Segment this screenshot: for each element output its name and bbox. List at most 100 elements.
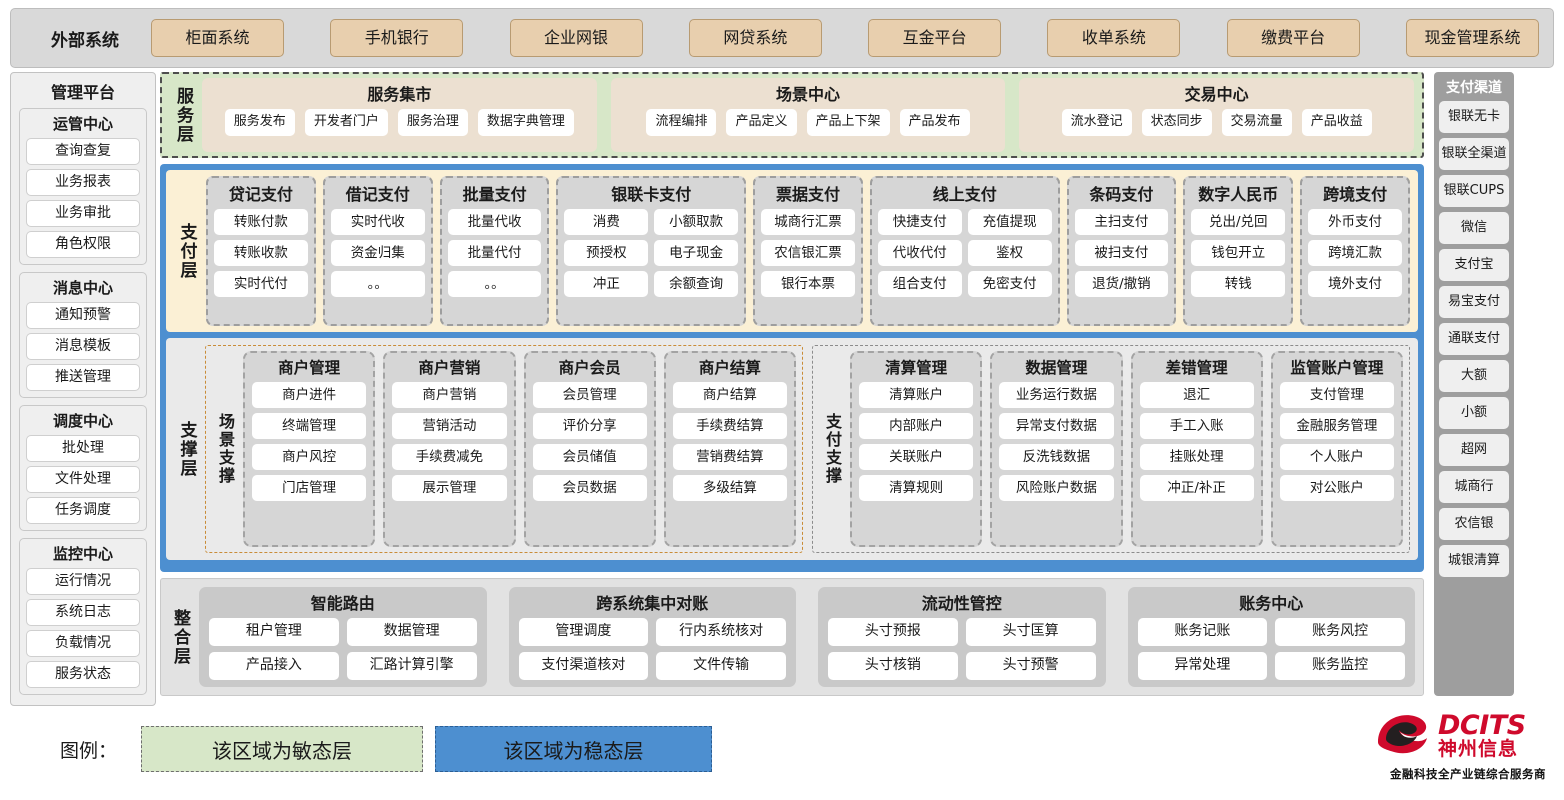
management-item-1-0[interactable]: 通知预警 [26, 302, 140, 329]
external-system-7[interactable]: 现金管理系统 [1405, 19, 1539, 57]
payment-channel-3[interactable]: 微信 [1439, 212, 1509, 244]
integration-item-1-1-0[interactable]: 支付渠道核对 [518, 652, 649, 680]
management-item-0-0[interactable]: 查询查复 [26, 138, 140, 165]
external-system-2[interactable]: 企业网银 [509, 19, 643, 57]
integration-item-1-1-1[interactable]: 文件传输 [656, 652, 786, 680]
external-system-6[interactable]: 缴费平台 [1226, 19, 1360, 57]
support-item-0-0-1[interactable]: 终端管理 [252, 413, 367, 439]
payment-item-2-0-0[interactable]: 批量代收 [447, 209, 542, 235]
payment-item-5-2-1[interactable]: 免密支付 [967, 271, 1052, 297]
support-item-1-0-2[interactable]: 关联账户 [859, 444, 974, 470]
integration-item-1-0-0[interactable]: 管理调度 [518, 618, 649, 646]
support-item-0-0-0[interactable]: 商户进件 [252, 382, 367, 408]
external-system-4[interactable]: 互金平台 [868, 19, 1002, 57]
service-item-0-1[interactable]: 开发者门户 [304, 109, 388, 136]
payment-item-4-0-0[interactable]: 城商行汇票 [761, 209, 855, 235]
payment-item-8-1-0[interactable]: 跨境汇款 [1308, 240, 1402, 266]
management-item-2-0[interactable]: 批处理 [26, 435, 140, 462]
support-item-0-0-2[interactable]: 商户风控 [252, 444, 367, 470]
integration-item-3-1-1[interactable]: 账务监控 [1275, 652, 1405, 680]
external-system-1[interactable]: 手机银行 [330, 19, 464, 57]
integration-item-0-0-0[interactable]: 租户管理 [209, 618, 339, 646]
service-item-2-1[interactable]: 状态同步 [1141, 109, 1212, 136]
support-item-1-0-1[interactable]: 内部账户 [859, 413, 974, 439]
integration-item-0-1-0[interactable]: 产品接入 [209, 652, 339, 680]
support-item-1-1-0[interactable]: 业务运行数据 [999, 382, 1114, 408]
payment-item-1-0-0[interactable]: 实时代收 [330, 209, 425, 235]
payment-item-5-0-0[interactable]: 快捷支付 [877, 209, 962, 235]
support-item-0-3-0[interactable]: 商户结算 [672, 382, 787, 408]
support-item-1-0-0[interactable]: 清算账户 [859, 382, 974, 408]
support-item-1-1-2[interactable]: 反洗钱数据 [999, 444, 1114, 470]
service-item-1-2[interactable]: 产品上下架 [806, 109, 890, 136]
payment-item-3-1-1[interactable]: 电子现金 [654, 240, 739, 266]
payment-item-3-0-1[interactable]: 小额取款 [654, 209, 739, 235]
payment-item-6-0-0[interactable]: 主扫支付 [1074, 209, 1169, 235]
support-item-0-1-2[interactable]: 手续费减免 [392, 444, 507, 470]
payment-item-4-1-0[interactable]: 农信银汇票 [761, 240, 855, 266]
integration-item-2-1-1[interactable]: 头寸预警 [965, 652, 1096, 680]
service-item-2-2[interactable]: 交易流量 [1221, 109, 1292, 136]
management-item-3-3[interactable]: 服务状态 [26, 661, 140, 688]
support-item-1-3-3[interactable]: 对公账户 [1279, 475, 1394, 501]
payment-channel-12[interactable]: 城银清算 [1439, 545, 1509, 577]
support-item-1-2-0[interactable]: 退汇 [1139, 382, 1254, 408]
payment-channel-11[interactable]: 农信银 [1439, 508, 1509, 540]
integration-item-3-0-0[interactable]: 账务记账 [1137, 618, 1268, 646]
payment-channel-0[interactable]: 银联无卡 [1439, 101, 1509, 133]
management-item-1-1[interactable]: 消息模板 [26, 333, 140, 360]
payment-item-3-1-0[interactable]: 预授权 [564, 240, 649, 266]
management-item-2-2[interactable]: 任务调度 [26, 497, 140, 524]
integration-item-2-0-1[interactable]: 头寸匡算 [965, 618, 1096, 646]
payment-item-7-0-0[interactable]: 兑出/兑回 [1191, 209, 1286, 235]
support-item-0-2-0[interactable]: 会员管理 [532, 382, 647, 408]
payment-item-5-1-0[interactable]: 代收代付 [877, 240, 962, 266]
payment-item-3-2-1[interactable]: 余额查询 [654, 271, 739, 297]
support-item-0-1-0[interactable]: 商户营销 [392, 382, 507, 408]
support-item-0-0-3[interactable]: 门店管理 [252, 475, 367, 501]
support-item-1-3-2[interactable]: 个人账户 [1279, 444, 1394, 470]
support-item-1-2-3[interactable]: 冲正/补正 [1139, 475, 1254, 501]
payment-channel-5[interactable]: 易宝支付 [1439, 286, 1509, 318]
payment-channel-7[interactable]: 大额 [1439, 360, 1509, 392]
service-item-1-3[interactable]: 产品发布 [899, 109, 970, 136]
external-system-5[interactable]: 收单系统 [1047, 19, 1181, 57]
support-item-0-2-3[interactable]: 会员数据 [532, 475, 647, 501]
management-item-3-0[interactable]: 运行情况 [26, 568, 140, 595]
support-item-0-3-2[interactable]: 营销费结算 [672, 444, 787, 470]
payment-item-1-1-0[interactable]: 资金归集 [330, 240, 425, 266]
payment-channel-10[interactable]: 城商行 [1439, 471, 1509, 503]
support-item-0-2-1[interactable]: 评价分享 [532, 413, 647, 439]
payment-item-6-1-0[interactable]: 被扫支付 [1074, 240, 1169, 266]
integration-item-3-0-1[interactable]: 账务风控 [1275, 618, 1405, 646]
payment-item-0-0-0[interactable]: 转账付款 [214, 209, 308, 235]
management-item-0-1[interactable]: 业务报表 [26, 169, 140, 196]
payment-item-7-2-0[interactable]: 转钱 [1191, 271, 1286, 297]
support-item-1-2-1[interactable]: 手工入账 [1139, 413, 1254, 439]
payment-item-4-2-0[interactable]: 银行本票 [761, 271, 855, 297]
payment-channel-1[interactable]: 银联全渠道 [1439, 138, 1509, 170]
integration-item-0-1-1[interactable]: 汇路计算引擎 [346, 652, 477, 680]
payment-item-7-1-0[interactable]: 钱包开立 [1191, 240, 1286, 266]
support-item-1-1-3[interactable]: 风险账户数据 [999, 475, 1114, 501]
integration-item-0-0-1[interactable]: 数据管理 [346, 618, 477, 646]
payment-item-6-2-0[interactable]: 退货/撤销 [1074, 271, 1169, 297]
integration-item-1-0-1[interactable]: 行内系统核对 [656, 618, 786, 646]
management-item-2-1[interactable]: 文件处理 [26, 466, 140, 493]
management-item-0-2[interactable]: 业务审批 [26, 200, 140, 227]
payment-item-5-1-1[interactable]: 鉴权 [967, 240, 1052, 266]
service-item-2-3[interactable]: 产品收益 [1301, 109, 1372, 136]
integration-item-2-0-0[interactable]: 头寸预报 [828, 618, 958, 646]
payment-item-0-2-0[interactable]: 实时代付 [214, 271, 308, 297]
payment-channel-4[interactable]: 支付宝 [1439, 249, 1509, 281]
support-item-1-1-1[interactable]: 异常支付数据 [999, 413, 1114, 439]
management-item-3-2[interactable]: 负载情况 [26, 630, 140, 657]
service-item-1-1[interactable]: 产品定义 [726, 109, 797, 136]
support-item-0-1-3[interactable]: 展示管理 [392, 475, 507, 501]
payment-item-5-0-1[interactable]: 充值提现 [967, 209, 1052, 235]
support-item-0-2-2[interactable]: 会员储值 [532, 444, 647, 470]
payment-item-0-1-0[interactable]: 转账收款 [214, 240, 308, 266]
payment-channel-6[interactable]: 通联支付 [1439, 323, 1509, 355]
management-item-3-1[interactable]: 系统日志 [26, 599, 140, 626]
support-item-0-3-1[interactable]: 手续费结算 [672, 413, 787, 439]
